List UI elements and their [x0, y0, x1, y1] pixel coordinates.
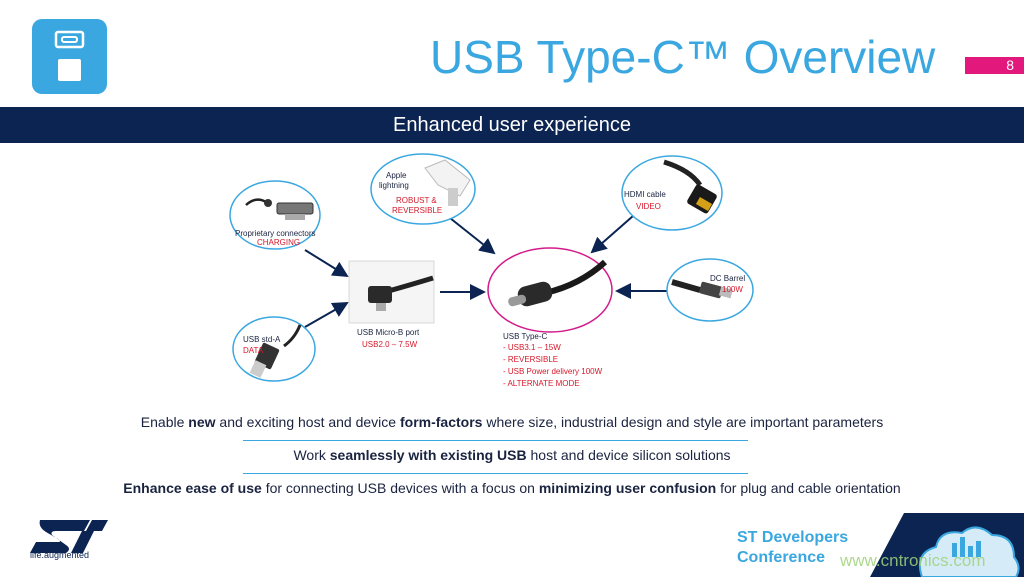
- arrow-proprietary-to-microb: [304, 249, 349, 278]
- usb-std-a-label: USB std-A: [243, 335, 281, 344]
- dc-barrel-label: DC Barrel: [710, 274, 745, 283]
- conference-name: ST Developers Conference: [737, 529, 849, 566]
- bullet-seamless: Work seamlessly with existing USB host a…: [293, 447, 731, 463]
- proprietary-tag: CHARGING: [257, 238, 300, 247]
- usb-std-a-node: USB std-A DATA: [232, 316, 316, 382]
- bullet-ease-of-use: Enhance ease of use for connecting USB d…: [123, 480, 901, 496]
- apple-tag-line1: ROBUST &: [396, 196, 437, 205]
- hdmi-label: HDMI cable: [624, 190, 666, 199]
- arrow-stda-to-microb: [304, 302, 349, 328]
- usb-std-a-tag: DATA: [243, 346, 264, 355]
- arrow-apple-to-typec: [449, 217, 496, 255]
- type-c-feature-4: - ALTERNATE MODE: [503, 379, 580, 388]
- apple-label-line2: lightning: [379, 181, 409, 190]
- separator-line: [243, 473, 748, 474]
- type-c-feature-1: - USB3.1 – 15W: [503, 343, 561, 352]
- apple-lightning-node: Apple lightning ROBUST & REVERSIBLE: [370, 153, 476, 225]
- hdmi-tag: VIDEO: [636, 202, 661, 211]
- apple-label-line1: Apple: [386, 171, 407, 180]
- separator-line: [243, 440, 748, 441]
- watermark: www.cntronics.com: [840, 551, 986, 570]
- proprietary-connector-node: Proprietary connectors CHARGING: [229, 180, 321, 250]
- micro-b-label: USB Micro-B port: [357, 328, 420, 337]
- banner-text: Enhanced user experience: [393, 114, 631, 136]
- cloud-icon: [870, 513, 1024, 577]
- apple-tag-line2: REVERSIBLE: [392, 206, 442, 215]
- st-logo-icon: [30, 520, 108, 553]
- type-c-feature-2: - REVERSIBLE: [503, 355, 558, 364]
- usb-micro-b-node: USB Micro-B port USB2.0 – 7.5W: [348, 260, 435, 349]
- dc-barrel-tag: 100W: [722, 285, 743, 294]
- st-tagline: life.augmented: [30, 550, 90, 560]
- usb-app-icon: [32, 19, 107, 94]
- dc-barrel-node: DC Barrel 100W: [666, 258, 754, 322]
- type-c-feature-3: - USB Power delivery 100W: [503, 367, 603, 376]
- page-title: USB Type-C™ Overview: [430, 31, 936, 83]
- arrow-hdmi-to-typec: [590, 215, 634, 254]
- bullet-form-factors: Enable new and exciting host and device …: [140, 414, 884, 430]
- micro-b-tag: USB2.0 – 7.5W: [362, 340, 418, 349]
- hdmi-cable-node: HDMI cable VIDEO: [621, 155, 723, 231]
- usb-connector-diagram: Proprietary connectors CHARGING Apple li…: [229, 153, 754, 388]
- type-c-label: USB Type-C: [503, 332, 548, 341]
- section-banner: Enhanced user experience: [0, 107, 1024, 143]
- usb-type-c-node: USB Type-C - USB3.1 – 15W - REVERSIBLE -…: [487, 247, 613, 388]
- page-number-badge: 8: [965, 57, 1024, 74]
- proprietary-label: Proprietary connectors: [235, 229, 315, 238]
- page-number: 8: [1006, 57, 1014, 73]
